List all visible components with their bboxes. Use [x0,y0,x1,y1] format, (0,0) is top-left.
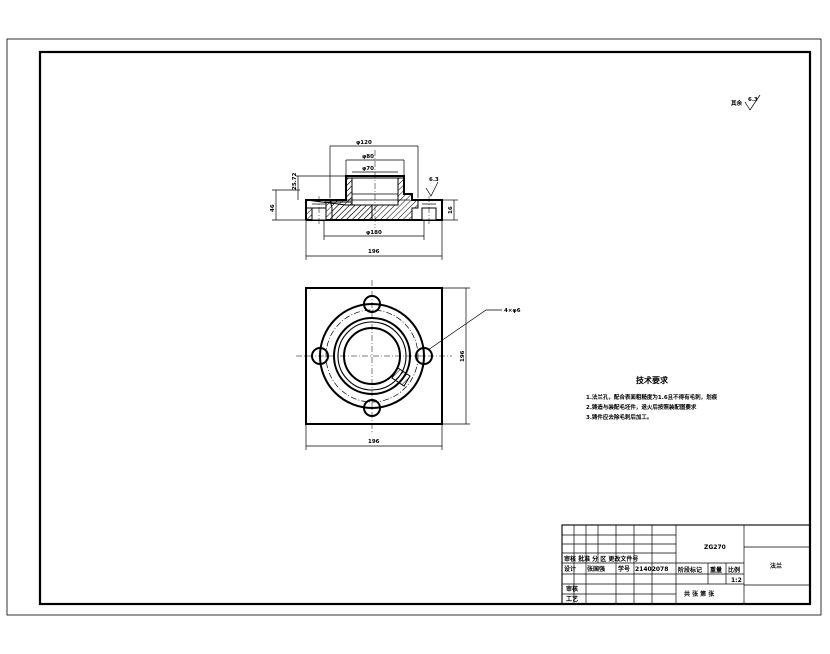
dim-h-total: 46 [270,204,276,212]
tb-designer: 张国强 [587,565,605,573]
title-block: ZG270 法兰 审核 批准 分 区 更改文件号 设计 张国强 学号 21402… [561,524,811,605]
tb-craft-label: 工艺 [566,595,578,603]
roughness-mark-value: 6.3 [429,177,439,183]
tb-org-row: 审核 批准 分 区 更改文件号 [564,555,638,563]
tech-req-item-3: 3.铸件应去除毛刺后加工。 [586,413,652,421]
tb-stage-label: 阶段标记 [678,566,702,574]
tech-req-title: 技术要求 [636,375,669,385]
tech-requirements: 技术要求 1.法兰孔，配合表面粗糙度为1.6且不得有毛刺，划痕 2.铸造与装配毛… [586,375,718,421]
tech-req-item-1: 1.法兰孔，配合表面粗糙度为1.6且不得有毛刺，划痕 [586,393,718,401]
dim-h-flange: 16 [448,206,454,214]
dim-h-step: 25.72 [292,172,298,190]
tb-sheets: 共 张 第 张 [684,590,715,598]
tech-req-item-2: 2.铸造与装配毛坯件，退火后按照装配图要求 [586,403,697,411]
tb-review-label: 审核 [566,585,578,593]
plan-bolt-circle [325,309,419,403]
outer-border [6,38,822,616]
title-block-frame [561,524,811,605]
tb-designer-label: 设计 [564,565,576,573]
tb-std-no: 21402078 [635,566,668,573]
dim-d-top: φ120 [356,140,372,146]
dim-d-base: φ180 [366,230,382,236]
tb-part-name: 法兰 [770,562,782,570]
section-outline [305,175,443,221]
plan-dim-height: 196 [460,350,466,362]
plan-dim-width: 196 [368,439,380,445]
roughness-note-value: 6.3 [748,97,758,103]
roughness-mark-icon [425,181,439,197]
dim-width: 196 [368,249,380,255]
plan-hatch-fragment [391,367,411,387]
inner-frame [38,50,812,606]
dim-d-mid: φ80 [362,154,374,160]
tb-part-no: ZG270 [704,544,726,551]
roughness-symbol-icon [744,94,761,111]
dim-d-bore: φ70 [362,166,374,172]
roughness-note-label: 其余 [731,99,743,107]
section-view: φ120 φ80 φ70 φ180 196 46 25.72 16 6.3 [270,140,458,260]
tb-std-label: 学号 [618,565,630,573]
plan-view: 4×φ6 196 196 [296,280,521,450]
holes-leader [427,309,502,351]
tb-scale: 1:2 [731,577,742,584]
tb-scale-label: 比例 [728,566,740,574]
dim-holes: 4×φ6 [504,308,521,314]
tb-weight-label: 重量 [710,566,722,574]
roughness-note: 其余 6.3 [731,94,761,111]
